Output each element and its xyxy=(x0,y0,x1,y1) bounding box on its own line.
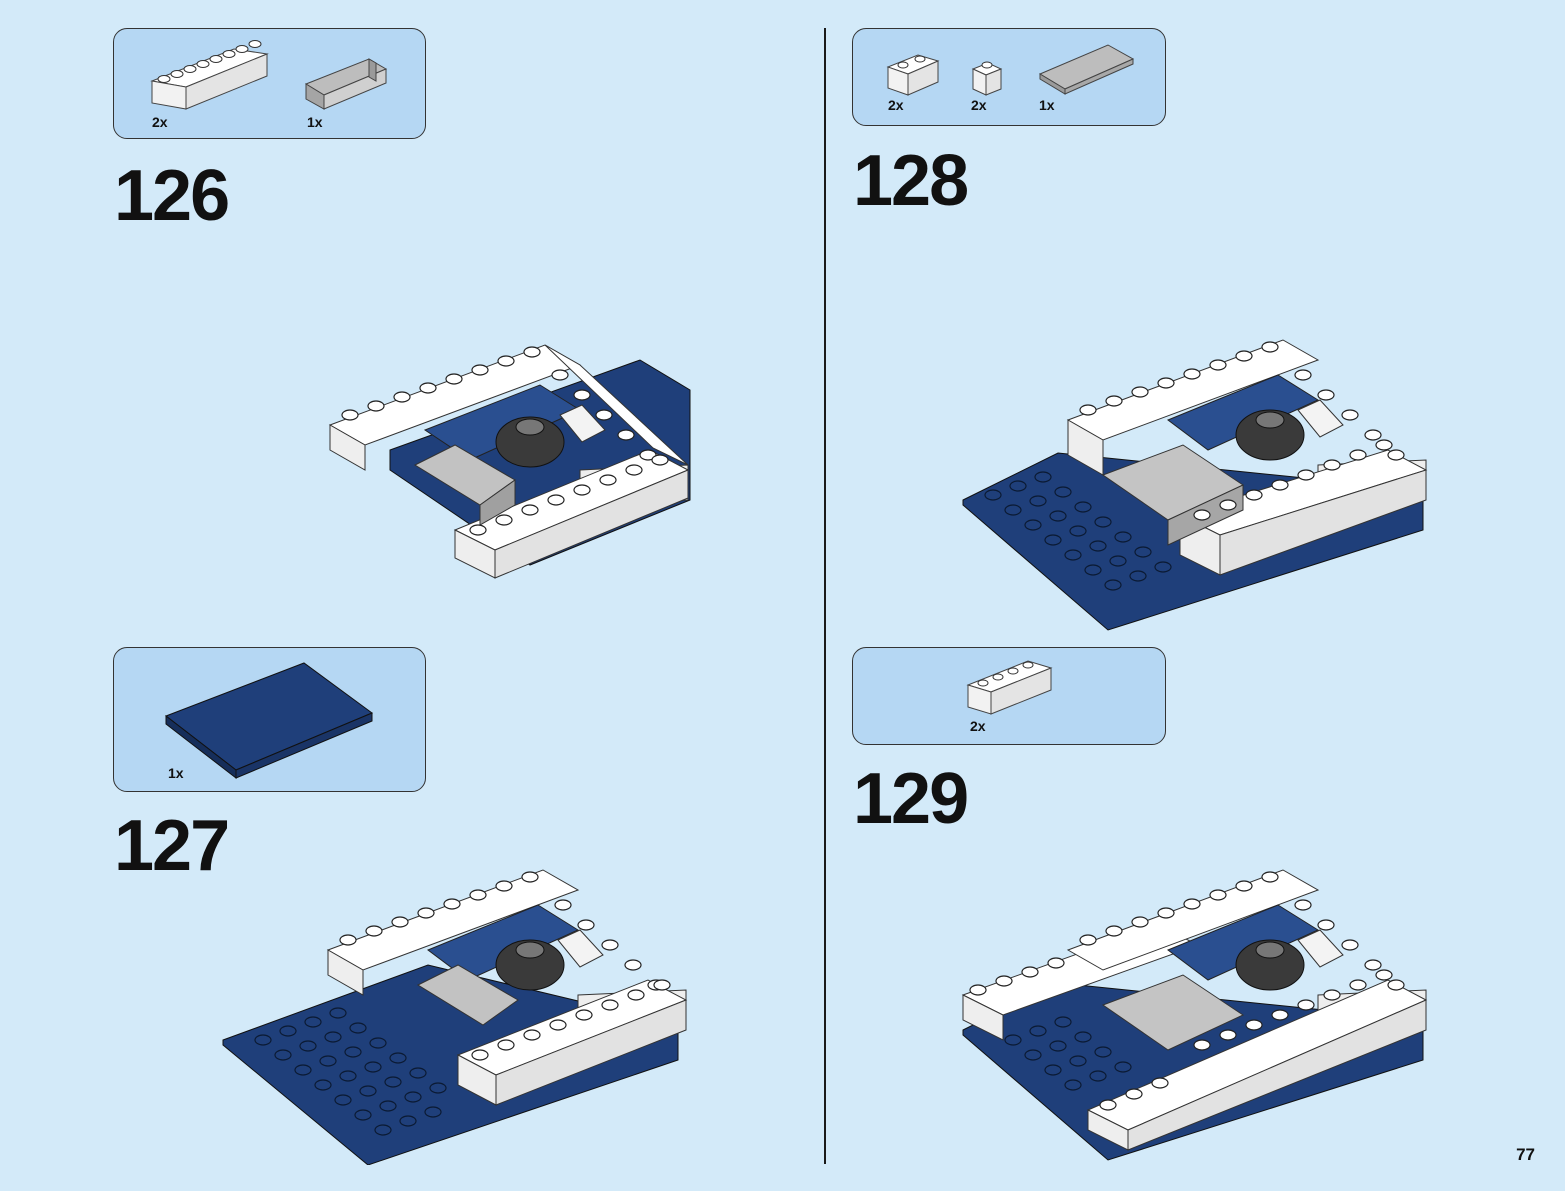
part-qty: 2x xyxy=(152,114,168,130)
build-illustration-126 xyxy=(328,344,691,579)
part-qty: 2x xyxy=(888,97,904,113)
step-number-127: 127 xyxy=(114,806,230,886)
parts-callout-129: 2x xyxy=(852,647,1166,745)
build-illustration-127 xyxy=(222,869,688,1165)
page-number: 77 xyxy=(1516,1145,1535,1164)
step-number-126: 126 xyxy=(114,156,230,236)
build-illustration-128 xyxy=(962,339,1428,631)
parts-illustration-126 xyxy=(150,40,388,110)
part-qty: 2x xyxy=(971,97,987,113)
part-qty: 1x xyxy=(168,765,184,781)
gray-tile-2x4-icon xyxy=(1038,44,1135,95)
part-qty: 1x xyxy=(1039,97,1055,113)
parts-callout-127: 1x xyxy=(113,647,426,792)
parts-callout-126: 2x 1x xyxy=(113,28,426,139)
parts-illustration-127 xyxy=(164,662,374,780)
white-brick-1x1-icon xyxy=(971,61,1003,96)
part-qty: 2x xyxy=(970,718,986,734)
build-illustration-129 xyxy=(961,869,1428,1161)
parts-illustration-129 xyxy=(966,660,1053,715)
gray-bracket-icon xyxy=(304,58,388,110)
step-number-129: 129 xyxy=(853,759,969,839)
white-brick-1x2-icon xyxy=(886,54,940,96)
page-divider xyxy=(824,28,826,1164)
parts-illustration-128 xyxy=(886,44,1135,96)
step-number-128: 128 xyxy=(853,141,969,221)
white-brick-1x6-icon xyxy=(150,40,269,110)
parts-callout-128: 2x 2x 1x xyxy=(852,28,1166,126)
white-brick-1x4-icon xyxy=(966,660,1053,715)
part-qty: 1x xyxy=(307,114,323,130)
dark-blue-plate-icon xyxy=(164,662,374,780)
